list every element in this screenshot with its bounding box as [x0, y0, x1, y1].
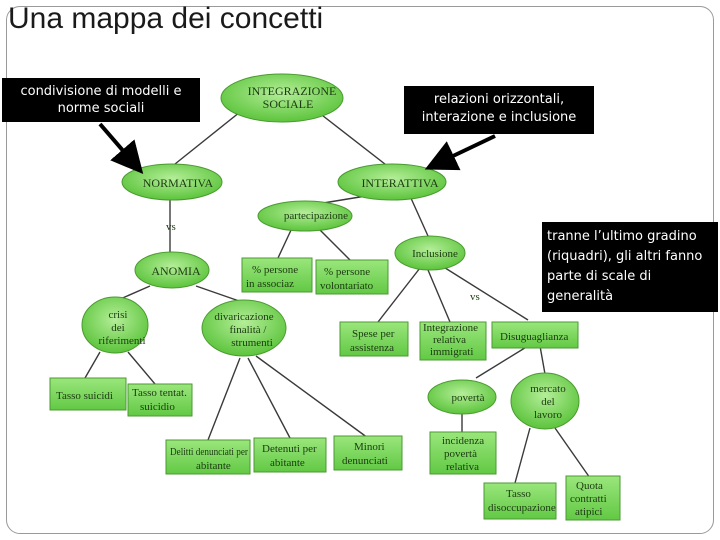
box-label: Minori — [354, 441, 385, 453]
link-inclusione-integrazione — [427, 269, 451, 323]
concept-node-normativa: NORMATIVA — [121, 163, 223, 201]
link-div-minori — [255, 355, 369, 439]
arrow-to-normativa-icon — [98, 122, 144, 175]
concept-node-interattiva: INTERATTIVA — [337, 163, 447, 201]
concept-node-integrazione: INTEGRAZIONE SOCIALE — [220, 73, 344, 123]
indicator-box-tasso-suicidi: Tasso suicidi — [49, 377, 127, 411]
concept-node-crisi: crisi dei riferimenti — [81, 296, 149, 354]
link-integrazione-normativa — [169, 107, 246, 169]
indicator-box-tasso-disocc: Tasso disoccupazione — [483, 482, 557, 520]
box-label: denunciati — [342, 455, 388, 467]
box-label: Detenuti per — [262, 443, 317, 455]
link-div-delitti — [207, 357, 241, 441]
concept-node-mercato: mercato del lavoro — [510, 372, 580, 430]
box-label: Spese per — [352, 328, 395, 340]
box-label: incidenza — [442, 435, 484, 447]
node-label: ANOMIA — [151, 264, 201, 278]
box-label: Disuguaglianza — [500, 331, 569, 343]
node-label: crisi — [109, 309, 128, 321]
callout-left: condivisione di modelli e norme sociali — [2, 78, 200, 122]
box-label: povertà — [444, 448, 477, 460]
link-partecipazione-persone1 — [277, 227, 293, 259]
indicator-box-delitti: Delitti denunciati per abitante — [165, 439, 251, 475]
link-disug-poverta — [475, 345, 529, 379]
box-label: relativa — [433, 334, 466, 346]
indicator-box-integrazione-immigrati: Integrazione relativa immigrati — [419, 321, 487, 361]
box-label: atipici — [575, 506, 603, 518]
box-label: % persone — [252, 264, 298, 276]
node-label: partecipazione — [284, 210, 348, 222]
link-crisi-tasso2 — [127, 351, 156, 385]
indicator-box-spese: Spese per assistenza — [339, 321, 409, 357]
link-interattiva-inclusione — [409, 195, 429, 237]
indicator-box-minori: Minori denunciati — [333, 435, 403, 471]
link-inclusione-spese — [377, 267, 421, 323]
callout-right: tranne l’ultimo gradino (riquadri), gli … — [542, 222, 718, 312]
box-label: Tasso tentat. — [132, 387, 187, 399]
node-label: riferimenti — [98, 335, 145, 347]
callout-right-text: tranne l’ultimo gradino (riquadri), gli … — [547, 229, 703, 304]
node-label: NORMATIVA — [143, 176, 214, 190]
node-label: povertà — [452, 392, 485, 404]
node-label: INTEGRAZIONE — [248, 84, 337, 98]
box-label: contratti — [570, 493, 607, 505]
box-label: suicidio — [140, 401, 175, 413]
vs-label-1: vs — [166, 221, 176, 233]
node-label: divaricazione — [214, 311, 273, 323]
link-crisi-tasso1 — [84, 351, 101, 379]
box-label: abitante — [270, 457, 305, 469]
box-label: abitante — [196, 460, 231, 472]
box-label: % persone — [324, 266, 370, 278]
arrow-to-interattiva-icon — [424, 134, 496, 171]
indicator-box-quota: Quota contratti atipici — [565, 475, 621, 521]
callout-left-text: condivisione di modelli e norme sociali — [20, 84, 182, 116]
box-label: Integrazione — [423, 322, 478, 334]
link-inclusione-disug — [441, 265, 529, 321]
indicator-box-persone-volont: % persone volontariato — [315, 259, 389, 295]
callout-middle-text: relazioni orizzontali, interazione e inc… — [421, 92, 577, 125]
concept-node-partecipazione: partecipazione — [257, 200, 353, 232]
callout-middle: relazioni orizzontali, interazione e inc… — [404, 86, 594, 134]
indicator-box-incidenza: incidenza povertà relativa — [429, 431, 497, 475]
box-label: Tasso suicidi — [56, 390, 113, 402]
node-label: dei — [111, 322, 124, 334]
page-title: Una mappa dei concetti — [8, 2, 324, 35]
node-label: Inclusione — [412, 248, 458, 260]
box-label: volontariato — [320, 280, 374, 292]
box-label: disoccupazione — [488, 502, 556, 514]
link-partecipazione-persone2 — [317, 227, 351, 261]
box-label: assistenza — [350, 342, 394, 354]
connector-lines — [84, 107, 591, 484]
box-label: immigrati — [430, 346, 473, 358]
link-div-detenuti — [247, 357, 291, 439]
vs-label-2: vs — [470, 291, 480, 303]
node-label: strumenti — [231, 337, 273, 349]
node-label: mercato — [530, 383, 566, 395]
box-label: Tasso — [506, 488, 531, 500]
box-label: Delitti denunciati per — [170, 447, 249, 458]
concept-node-poverta: povertà — [427, 379, 497, 415]
node-label: INTERATTIVA — [361, 176, 438, 190]
box-label: in associaz — [246, 278, 294, 290]
node-label: lavoro — [534, 409, 563, 421]
link-mercato-quota — [554, 427, 591, 479]
concept-node-anomia: ANOMIA — [134, 251, 210, 289]
indicator-box-tasso-tentat: Tasso tentat. suicidio — [127, 383, 193, 417]
link-anomia-divaricazione — [195, 285, 243, 303]
node-label: SOCIALE — [263, 97, 314, 111]
box-label: Quota — [576, 480, 603, 492]
link-disug-mercato — [539, 345, 546, 375]
concept-node-inclusione: Inclusione — [394, 235, 466, 271]
indicator-box-disuguaglianza: Disuguaglianza — [491, 321, 579, 349]
indicator-box-persone-associaz: % persone in associaz — [241, 257, 313, 293]
node-label: finalità / — [230, 324, 268, 336]
link-integrazione-interattiva — [317, 111, 391, 169]
concept-node-divaricazione: divaricazione finalità / strumenti — [201, 299, 287, 357]
link-mercato-disocc — [514, 427, 531, 484]
node-label: del — [541, 396, 554, 408]
box-label: relativa — [446, 461, 479, 473]
indicator-box-detenuti: Detenuti per abitante — [253, 437, 327, 473]
